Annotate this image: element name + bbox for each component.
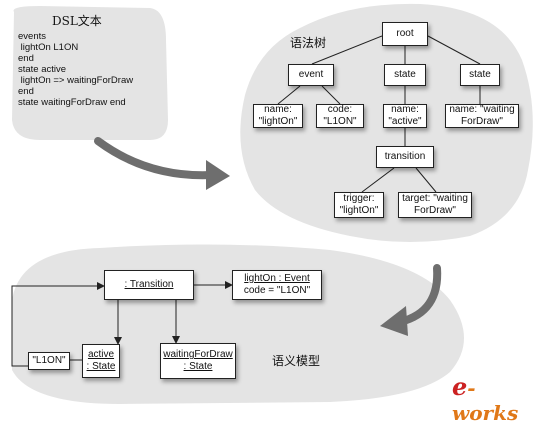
obj-event-name: lightOn : Event bbox=[244, 273, 310, 284]
flow-arrow-head-2 bbox=[380, 306, 408, 336]
eworks-logo: e-works bbox=[452, 372, 540, 425]
node-event: event bbox=[288, 64, 334, 86]
flow-arrow-dsl-to-tree bbox=[94, 137, 216, 180]
edge-event-name bbox=[277, 85, 301, 105]
edge-active-loop bbox=[11, 282, 105, 367]
obj-l1on: "L1ON" bbox=[28, 352, 70, 370]
node-state-active: state bbox=[384, 64, 426, 86]
edge-transition-target bbox=[415, 167, 437, 193]
obj-waiting-type: : State bbox=[183, 361, 213, 372]
semantic-model-title: 语义模型 bbox=[272, 354, 321, 368]
obj-transition: : Transition bbox=[104, 270, 194, 300]
edge-root-state2 bbox=[427, 35, 481, 65]
flow-arrow-head-1 bbox=[206, 160, 230, 190]
node-target: target: "waiting ForDraw" bbox=[398, 192, 472, 218]
edge-event-code bbox=[321, 85, 341, 105]
dsl-line: lightOn => waitingForDraw bbox=[18, 75, 134, 86]
dsl-line: lightOn L1ON bbox=[18, 42, 79, 53]
logo-prefix: e bbox=[452, 372, 468, 401]
edge-root-event bbox=[311, 35, 383, 65]
obj-active-state: active : State bbox=[82, 344, 120, 378]
node-state-waiting: state bbox=[460, 64, 500, 86]
dsl-line: end bbox=[18, 86, 34, 97]
dsl-title: DSL文本 bbox=[52, 14, 102, 28]
dsl-line: end bbox=[18, 53, 34, 64]
dsl-line: events bbox=[18, 31, 46, 42]
obj-transition-label: : Transition bbox=[124, 279, 174, 290]
obj-event: lightOn : Event code = "L1ON" bbox=[232, 270, 322, 300]
syntax-tree-title: 语法树 bbox=[290, 36, 327, 50]
node-trigger: trigger: "lightOn" bbox=[334, 192, 384, 218]
dsl-line: state waitingForDraw end bbox=[18, 97, 126, 108]
node-name-waiting: name: "waiting ForDraw" bbox=[445, 104, 519, 128]
flow-arrow-tree-to-model bbox=[396, 264, 442, 326]
obj-event-code: code = "L1ON" bbox=[243, 285, 311, 296]
obj-waiting-state: waitingForDraw : State bbox=[160, 343, 236, 379]
node-name-lighton: name: "lightOn" bbox=[253, 104, 303, 128]
node-root: root bbox=[382, 22, 428, 46]
obj-active-type: : State bbox=[86, 361, 116, 372]
dsl-blob bbox=[12, 6, 168, 140]
edge-transition-trigger bbox=[361, 167, 395, 193]
node-transition: transition bbox=[376, 146, 434, 168]
obj-active-name: active bbox=[87, 349, 115, 360]
node-name-active: name: "active" bbox=[383, 104, 427, 128]
node-code-l1on: code: "L1ON" bbox=[316, 104, 364, 128]
dsl-line: state active bbox=[18, 64, 67, 75]
obj-waiting-name: waitingForDraw bbox=[163, 349, 233, 360]
